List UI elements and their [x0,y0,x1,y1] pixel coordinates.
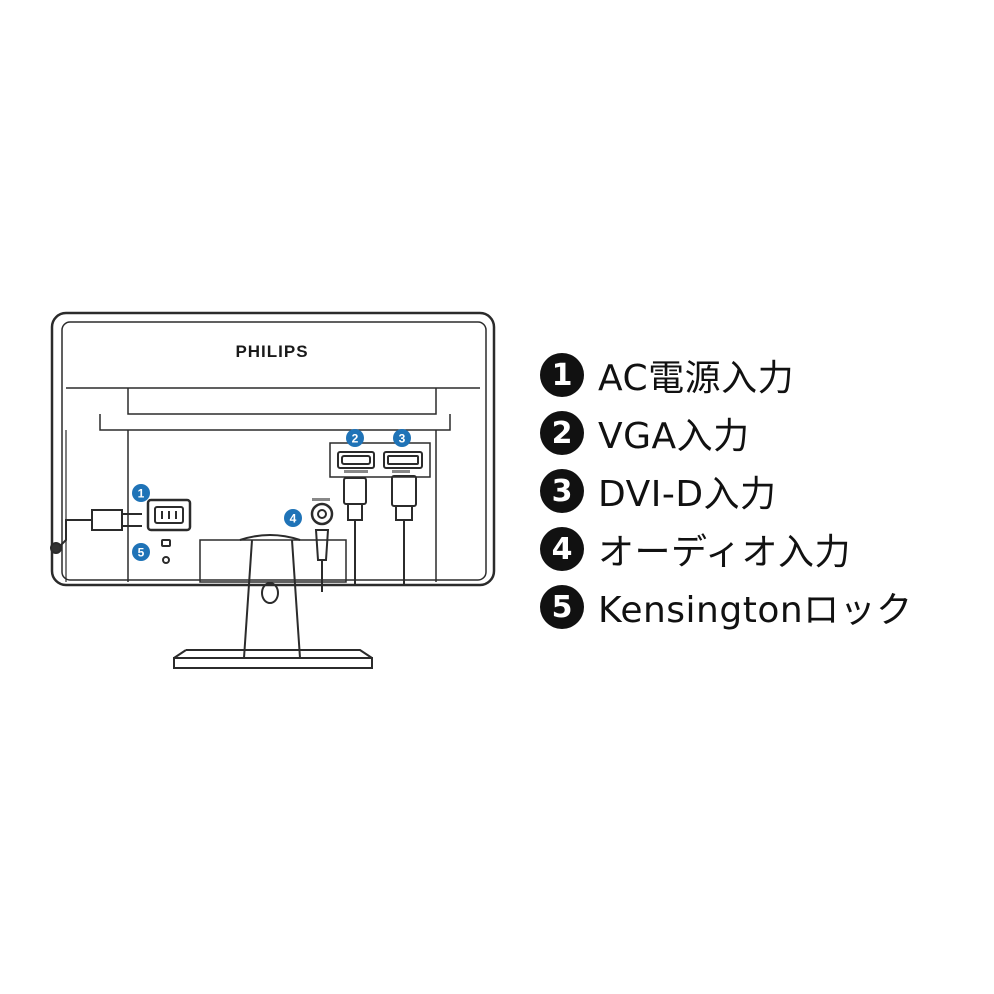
power-cable-clip [50,542,62,554]
vga-cable [343,477,367,584]
monitor-upper-panel [66,387,480,415]
svg-text:2: 2 [352,432,359,446]
svg-text:1: 1 [138,487,145,501]
port-legend: 1 AC電源入力 2 VGA入力 3 DVI-D入力 4 オーディオ入力 5 K… [540,346,980,636]
callout-badge-1: 1 [132,484,150,502]
legend-item-ac-power: 1 AC電源入力 [540,346,980,404]
legend-item-audio: 4 オーディオ入力 [540,520,980,578]
legend-number-1: 1 [540,353,584,397]
dvi-port-label [392,470,410,473]
legend-number-2: 2 [540,411,584,455]
monitor-back-inner [61,321,487,581]
monitor-lower-housing [127,430,437,582]
audio-port-label [312,498,330,501]
power-cable [57,509,142,549]
callout-badge-4: 4 [284,509,302,527]
legend-item-dvi: 3 DVI-D入力 [540,462,980,520]
stand-neck [199,534,347,659]
kensington-slot [161,539,171,564]
vga-port-label [344,470,368,473]
legend-number-3: 3 [540,469,584,513]
monitor-back-outline [50,311,496,587]
legend-number-5: 5 [540,585,584,629]
legend-number-4: 4 [540,527,584,571]
legend-item-vga: 2 VGA入力 [540,404,980,462]
legend-label-kensington: Kensingtonロック [598,590,913,631]
connector-panel [329,442,431,478]
svg-text:3: 3 [399,432,406,446]
svg-text:4: 4 [290,512,297,526]
legend-label-vga: VGA入力 [598,416,750,457]
ac-power-inlet [146,498,192,532]
legend-label-dvi: DVI-D入力 [598,474,777,515]
stand-base [173,649,373,669]
legend-label-audio: オーディオ入力 [598,532,851,573]
callout-badge-3: 3 [393,429,411,447]
legend-item-kensington: 5 Kensingtonロック [540,578,980,636]
legend-label-ac-power: AC電源入力 [598,358,795,399]
dvi-port [383,451,423,469]
vga-port [337,451,375,469]
svg-text:5: 5 [138,546,145,560]
audio-jack [310,502,334,592]
callout-badge-5: 5 [132,543,150,561]
brand-logo: PHILIPS [235,342,308,361]
dvi-cable [391,475,417,584]
callout-badge-2: 2 [346,429,364,447]
